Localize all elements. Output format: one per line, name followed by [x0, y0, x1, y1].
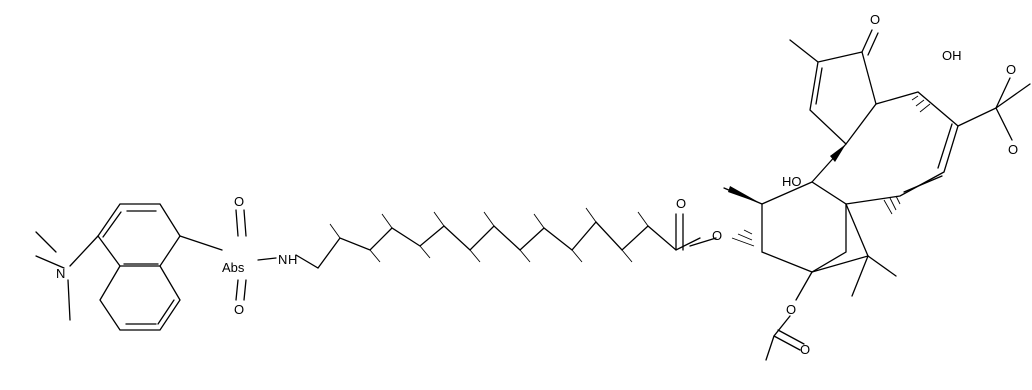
atom-o-ester-mid: O — [712, 228, 722, 243]
atom-n-dimethyl: N — [56, 266, 65, 281]
atom-o-sulfonyl-bottom: O — [234, 302, 244, 317]
atom-o-sulfonyl-top: O — [234, 194, 244, 209]
atom-o-carbonyl: O — [676, 196, 686, 211]
atom-ho-mid: HO — [782, 174, 802, 189]
atom-o-ester-upper: O — [1006, 62, 1016, 77]
atom-o-ketone: O — [870, 12, 880, 27]
atom-labels: O OH O O HO O O O O N H Abs O O N — [56, 12, 1018, 357]
atom-o-ester-lower: O — [1008, 142, 1018, 157]
chain-hydrogens — [329, 207, 649, 263]
atom-n-amide: N — [278, 252, 287, 267]
atom-abs: Abs — [222, 260, 245, 275]
atom-h-amide: H — [288, 252, 297, 267]
atom-oh-top: OH — [942, 48, 962, 63]
atom-o-acetoxy: O — [786, 302, 796, 317]
atom-o-acetyl: O — [800, 342, 810, 357]
bond-lines — [35, 29, 1031, 361]
stereo-bonds — [728, 95, 931, 247]
